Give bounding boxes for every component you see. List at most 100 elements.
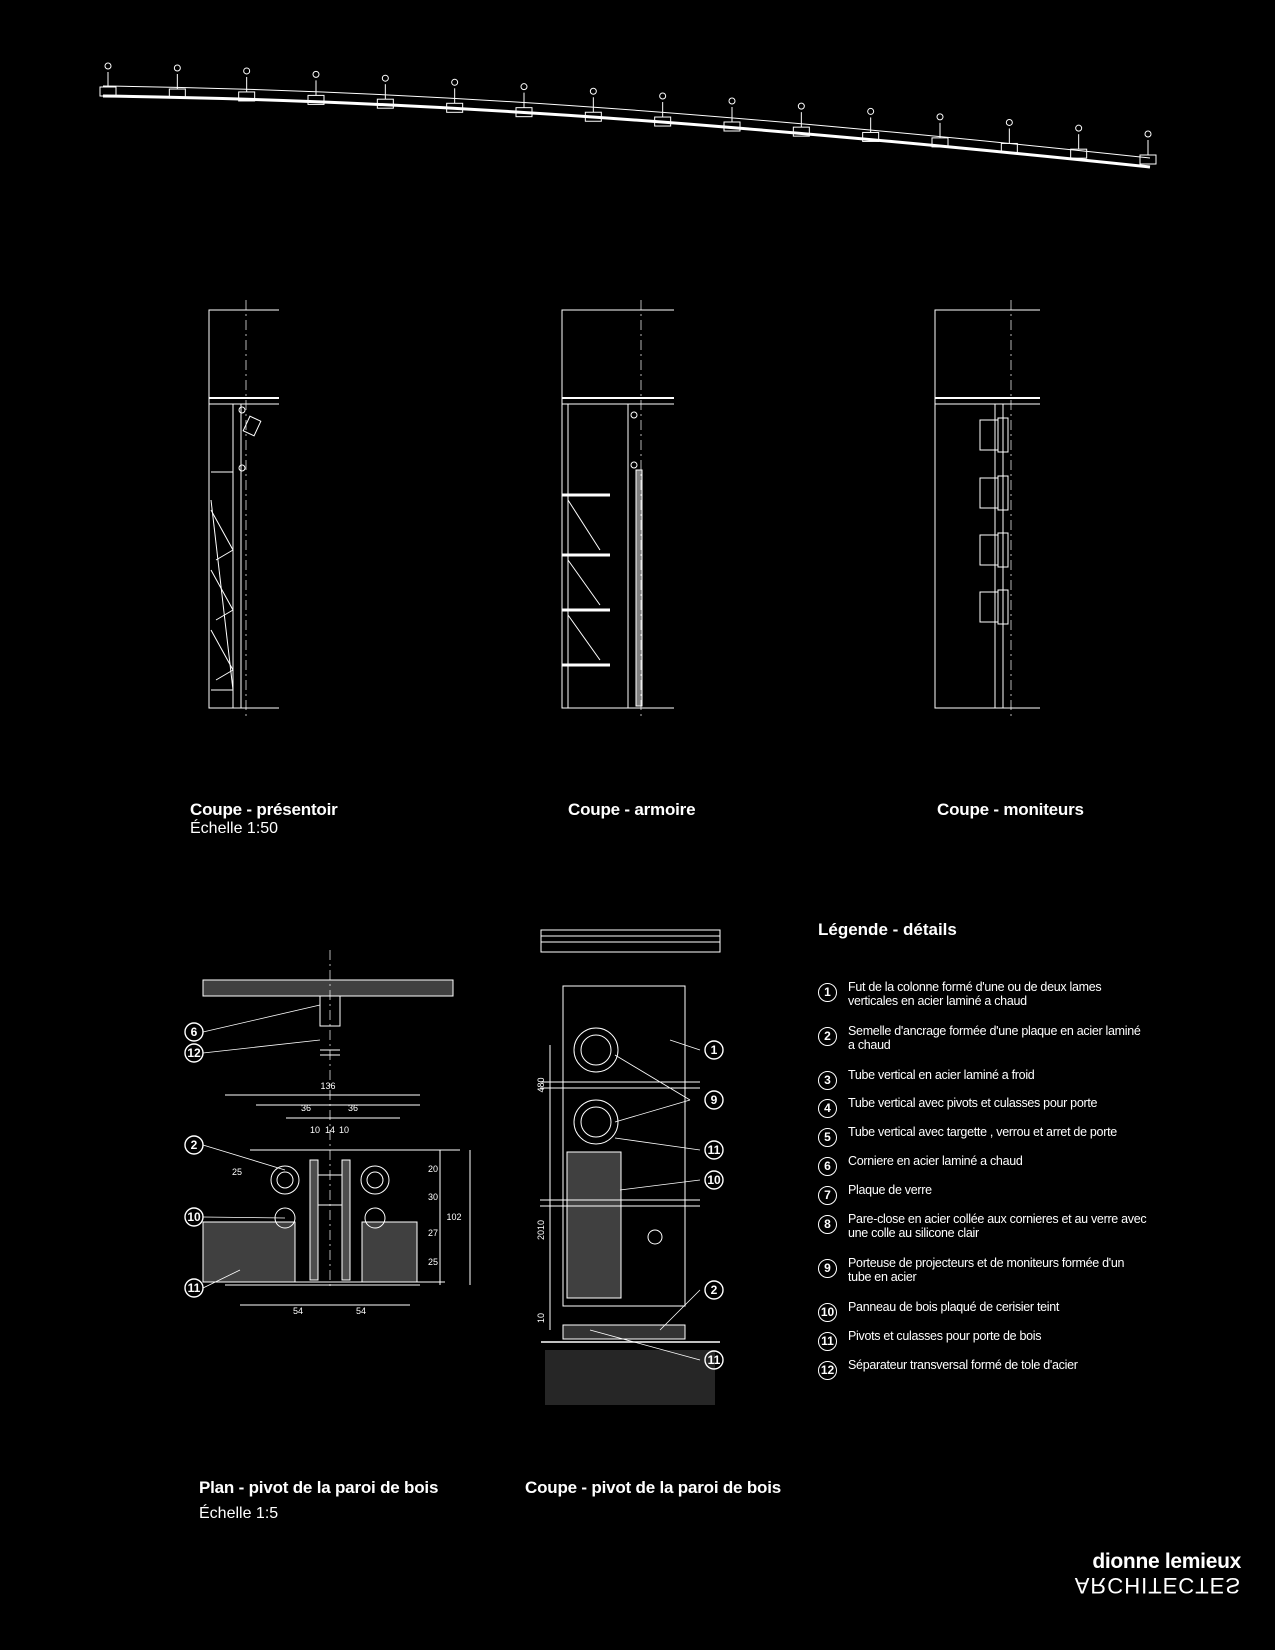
section-moniteurs-title: Coupe - moniteurs: [937, 800, 1084, 819]
callout-marker: 12: [184, 1043, 204, 1063]
post-head: [797, 102, 805, 110]
legend-item-number: 7: [818, 1186, 837, 1205]
plan-dimension-labels: 136 36 36 10 14 10 20 30 27 25 25 102 54 54: [232, 1081, 462, 1316]
legend-item-text: Tube vertical avec pivots et culasses po…: [848, 1096, 1098, 1110]
detail-coupe-pivot: [540, 929, 721, 1405]
callout-marker: 2: [184, 1135, 204, 1155]
callout-number: 11: [708, 1353, 721, 1367]
legend-item-number: 4: [818, 1099, 837, 1118]
detail-plan-title: Plan - pivot de la paroi de bois: [199, 1478, 439, 1497]
callout-number: 12: [187, 1046, 201, 1060]
callout-number: 10: [187, 1210, 201, 1224]
legend-item-number: 11: [818, 1332, 837, 1351]
post-head: [867, 107, 875, 115]
callout-marker: 1: [704, 1040, 724, 1060]
callout-number: 11: [708, 1143, 721, 1157]
callout-number: 1: [711, 1043, 718, 1057]
section-presentoir-title: Coupe - présentoir: [190, 800, 338, 819]
elevation-posts: [99, 62, 1157, 165]
post-head: [381, 74, 389, 82]
callout-marker: 10: [184, 1207, 204, 1227]
post-head: [1005, 118, 1013, 126]
section-armoire: [561, 300, 674, 716]
plan-dimension-label: 30: [428, 1192, 438, 1202]
legend-item-text: Pare-close en acier collée aux cornieres…: [848, 1212, 1147, 1240]
plan-dimension-label: 54: [356, 1306, 366, 1316]
plan-dimension-label: 54: [293, 1306, 303, 1316]
post-head: [520, 83, 528, 91]
plan-dimension-label: 102: [446, 1212, 461, 1222]
callout-number: 2: [191, 1138, 198, 1152]
plan-dimension-label: 36: [348, 1103, 358, 1113]
legend-item-text: Séparateur transversal formé de tole d'a…: [848, 1358, 1078, 1372]
post-head: [728, 97, 736, 105]
plan-dimension-label: 27: [428, 1228, 438, 1238]
callout-marker: 6: [184, 1022, 204, 1042]
callout-number: 2: [711, 1283, 718, 1297]
legend-item-number: 12: [818, 1361, 837, 1380]
legend-item-text: Pivots et culasses pour porte de bois: [848, 1329, 1042, 1343]
legend-item-number: 2: [818, 1027, 837, 1046]
brand-name: dionne lemieux: [1092, 1550, 1241, 1573]
callout-leaders: [202, 1004, 701, 1361]
post-head: [936, 113, 944, 121]
plan-dimension-label: 25: [428, 1257, 438, 1267]
plan-dimension-label: 10: [339, 1125, 349, 1135]
post-head: [589, 87, 597, 95]
legend-item-text: Fut de la colonne formé d'une ou de deux…: [848, 980, 1102, 1008]
legend-item-number: 1: [818, 983, 837, 1002]
section-presentoir: [208, 300, 279, 716]
coupe-dimension-labels: 480 2010 10: [536, 1077, 546, 1323]
legend-item-text: Tube vertical avec targette , verrou et …: [848, 1125, 1117, 1139]
legend-item-text: Corniere en acier laminé a chaud: [848, 1154, 1023, 1168]
plan-dimension-label: 36: [301, 1103, 311, 1113]
section-moniteurs: [934, 300, 1040, 716]
post-head: [104, 62, 112, 70]
brand-subtitle: ARCHITECTES: [1074, 1573, 1241, 1598]
callout-marker: 11: [704, 1140, 724, 1160]
legend-item-number: 10: [818, 1303, 837, 1322]
callout-marker: 11: [704, 1350, 724, 1370]
callout-marker: 11: [184, 1278, 204, 1298]
callout-marker: 10: [704, 1170, 724, 1190]
post-head: [451, 78, 459, 86]
callout-marker: 2: [704, 1280, 724, 1300]
plan-dimension-label: 10: [310, 1125, 320, 1135]
plan-dimension-label: 20: [428, 1164, 438, 1174]
callout-number: 6: [191, 1025, 198, 1039]
legend-item-number: 5: [818, 1128, 837, 1147]
plan-dimension-label: 14: [325, 1125, 335, 1135]
plan-dimension-label: 136: [320, 1081, 335, 1091]
legend-item-text: Tube vertical en acier laminé a froid: [848, 1068, 1035, 1082]
legend-item-number: 3: [818, 1071, 837, 1090]
section-armoire-title: Coupe - armoire: [568, 800, 696, 819]
callout-marker: 9: [704, 1090, 724, 1110]
callout-number: 10: [707, 1173, 721, 1187]
post-head: [659, 92, 667, 100]
legend-item-text: Semelle d'ancrage formée d'une plaque en…: [848, 1024, 1141, 1052]
post-head: [312, 70, 320, 78]
post-head: [173, 64, 181, 72]
callout-number: 11: [188, 1281, 201, 1295]
post-base: [1139, 154, 1157, 165]
plan-dimension-label: 25: [232, 1167, 242, 1177]
monitor-units: [979, 417, 1009, 625]
detail-plan-scale: Échelle 1:5: [199, 1505, 279, 1522]
legend-item-text: Panneau de bois plaqué de cerisier teint: [848, 1300, 1060, 1314]
post-head: [243, 67, 251, 75]
post-head: [1144, 130, 1152, 138]
callout-number: 9: [711, 1093, 718, 1107]
coupe-dimension-label: 10: [536, 1313, 546, 1323]
section-presentoir-scale: Échelle 1:50: [190, 820, 279, 837]
coupe-dimension-label: 2010: [536, 1220, 546, 1240]
elevation-plan-curve: [99, 62, 1157, 169]
legend-item-text: Plaque de verre: [848, 1183, 932, 1197]
legend-title: Légende - détails: [818, 920, 957, 939]
legend-item-number: 6: [818, 1157, 837, 1176]
detail-plan-pivot: [202, 950, 471, 1306]
detail-coupe-title: Coupe - pivot de la paroi de bois: [525, 1478, 781, 1497]
legend-item-number: 8: [818, 1215, 837, 1234]
coupe-dimension-label: 480: [536, 1077, 546, 1092]
